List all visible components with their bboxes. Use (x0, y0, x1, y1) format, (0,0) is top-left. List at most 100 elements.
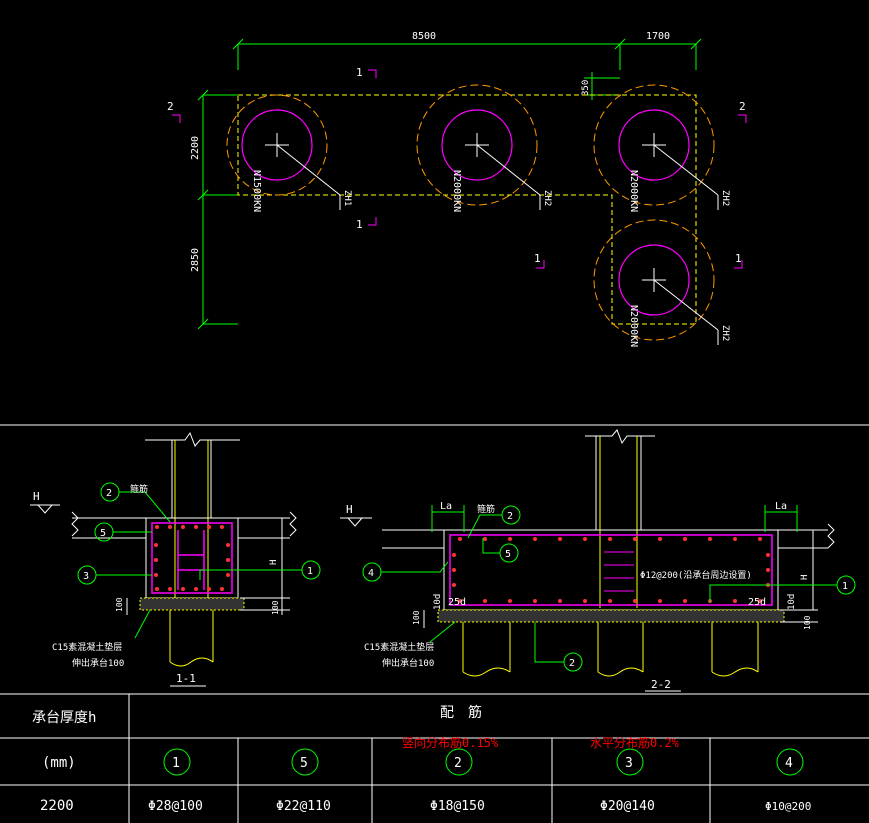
s2-25d-right: 25d (748, 597, 766, 608)
s2-10d-right: 10d (787, 594, 797, 610)
table-unit: (mm) (42, 755, 76, 771)
s2-ground (340, 517, 835, 549)
s2-note2: 伸出承台100 (382, 657, 434, 669)
s1-column-rebar (174, 440, 209, 600)
s1-callouts (77, 482, 321, 639)
s1-dimensions (126, 518, 290, 615)
plan-view: 8500 1700 350 2200 2850 (167, 31, 747, 347)
s1-rebar-dots (154, 525, 230, 591)
pile-4-load: N2000KN (628, 305, 639, 347)
rebar-table: 承台厚度h 配 筋 竖向分布筋0.15% 水平分布筋0.2% (mm) 1 5 … (0, 693, 869, 823)
table-value-5: Φ22@110 (276, 799, 331, 814)
section-1-top: 1 (356, 66, 363, 79)
pile-cap-outline (237, 94, 697, 325)
table-grid (0, 693, 869, 823)
s1-cap (145, 517, 239, 599)
s1-H-symbol: H (33, 490, 40, 503)
pile-1 (226, 94, 341, 210)
section-1-bottom: 1 (356, 218, 363, 231)
table-circle-3: 3 (625, 756, 633, 771)
table-red-note-2: 水平分布筋0.2% (590, 735, 680, 750)
table-value-4: Φ10@200 (765, 800, 811, 813)
pile-2-tag: ZH2 (542, 190, 552, 206)
s1-100-left: 100 (115, 597, 124, 612)
s2-cap-rebar (449, 534, 773, 606)
s2-La-left: La (440, 501, 452, 512)
s1-H-dim: H (269, 560, 279, 565)
s1-circle-3: 3 (83, 571, 89, 582)
pile-3-tag: ZH2 (720, 190, 730, 206)
pile-2 (416, 84, 541, 210)
table-circle-5: 5 (300, 756, 308, 771)
dim-8500: 8500 (412, 31, 436, 42)
table-circle-4: 4 (785, 756, 793, 771)
s1-title: 1-1 (176, 672, 196, 685)
s1-cap-rebar (151, 522, 233, 594)
s2-dimensions (423, 530, 818, 628)
dim-2850: 2850 (190, 248, 201, 272)
s2-blinding (437, 609, 785, 623)
s1-note1: C15素混凝土垫层 (52, 641, 122, 653)
pile-1-load: N1500KN (251, 170, 262, 212)
s2-25d-left: 25d (448, 597, 466, 608)
table-value-2: Φ18@150 (430, 799, 485, 814)
table-circle-2: 2 (454, 756, 462, 771)
dim-1700: 1700 (646, 31, 670, 42)
section-1-1: H H 100 100 (30, 431, 321, 687)
s2-cap (443, 529, 779, 611)
s2-column-rebar (599, 436, 638, 608)
s2-circle-4: 4 (368, 568, 374, 579)
dim-2200: 2200 (190, 136, 201, 160)
pile-2-load: N2000KN (451, 170, 462, 212)
s1-circle-5: 5 (100, 528, 106, 539)
s2-note1: C15素混凝土垫层 (364, 641, 434, 653)
s2-column (585, 429, 655, 530)
section-1-lower-left: 1 (534, 252, 541, 265)
s1-column (145, 431, 240, 518)
section-marks (172, 69, 747, 269)
s1-blinding (139, 597, 245, 611)
pile-3 (593, 84, 719, 210)
table-value-1: Φ28@100 (148, 799, 203, 814)
s2-la-dims (431, 505, 798, 532)
s2-circle-2-bottom: 2 (569, 658, 575, 669)
s2-callouts (362, 505, 856, 672)
s2-10d-left: 10d (433, 594, 443, 610)
plan-dimension-top (197, 38, 702, 330)
pile-1-tag: ZH1 (342, 190, 352, 206)
table-circle-1: 1 (172, 756, 180, 771)
s1-pile (169, 610, 214, 667)
table-header-thickness: 承台厚度h (32, 710, 96, 726)
section-2-2: H La La (340, 429, 856, 692)
s2-circle-5: 5 (505, 549, 511, 560)
table-value-3: Φ20@140 (600, 799, 655, 814)
s2-title: 2-2 (651, 678, 671, 691)
section-2-left: 2 (167, 100, 174, 113)
s2-H-dim: H (800, 575, 810, 580)
s1-ground (30, 504, 297, 539)
s1-note2: 伸出承台100 (72, 657, 124, 669)
table-thickness-value: 2200 (40, 798, 74, 814)
s2-rebar-note: Φ12@200(沿承台周边设置) (640, 569, 752, 581)
s2-inner-rebar (604, 551, 634, 592)
pile-4-tag: ZH2 (720, 325, 730, 341)
s2-stirrup-label: 箍筋 (477, 503, 495, 515)
s2-piles (462, 622, 759, 677)
table-header-rebar: 配 筋 (440, 704, 482, 721)
s2-H-symbol: H (346, 503, 353, 516)
section-1-lower-right: 1 (735, 252, 742, 265)
pile-3-load: N2000KN (628, 170, 639, 212)
s1-100-right: 100 (271, 600, 280, 615)
s1-stirrup-label: 箍筋 (130, 483, 148, 495)
s1-inner-rebar (177, 530, 205, 590)
table-red-note-1: 竖向分布筋0.15% (402, 735, 499, 750)
s2-rebar-dots (452, 537, 770, 603)
s2-circle-1: 1 (842, 581, 848, 592)
dim-350: 350 (581, 80, 591, 96)
table-circles (163, 748, 804, 776)
s1-circle-2: 2 (106, 488, 112, 499)
pile-4 (593, 219, 719, 345)
s1-circle-1: 1 (307, 566, 313, 577)
s2-100-left: 100 (412, 610, 421, 625)
